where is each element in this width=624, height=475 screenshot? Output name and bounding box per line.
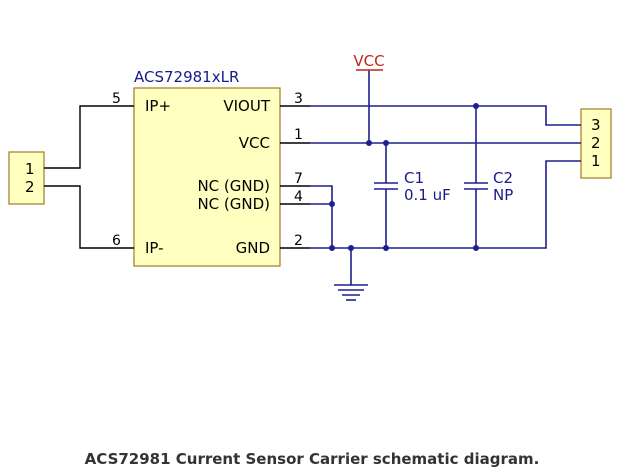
pin-number-6: 6: [112, 233, 121, 249]
left-connector-pin-1: 1: [25, 160, 35, 178]
c1-ref: C1: [404, 169, 424, 187]
capacitor-c2: C2 NP: [464, 169, 513, 204]
pin-label-nc-gnd-2: NC (GND): [197, 195, 270, 213]
vcc-label: VCC: [353, 52, 384, 70]
pin-number-5: 5: [112, 91, 121, 107]
right-connector: [580, 108, 612, 179]
pin-label-vcc: VCC: [239, 134, 270, 152]
pin-label-ip-plus: IP+: [145, 97, 171, 115]
right-connector-pin-1: 1: [591, 152, 601, 170]
ground-symbol: [334, 284, 368, 301]
pin-label-gnd: GND: [236, 239, 270, 257]
pin-label-nc-gnd-1: NC (GND): [197, 177, 270, 195]
pin-number-3: 3: [294, 91, 303, 107]
vcc-power-symbol: VCC: [353, 52, 385, 71]
pin-label-ip-minus: IP-: [145, 239, 164, 257]
right-connector-pin-2: 2: [591, 134, 601, 152]
pin-label-viout: VIOUT: [223, 97, 270, 115]
pin-number-7: 7: [294, 171, 303, 187]
right-connector-pin-3: 3: [591, 116, 601, 134]
c1-value: 0.1 uF: [404, 186, 451, 204]
ic-name: ACS72981xLR: [134, 68, 239, 86]
c2-value: NP: [493, 186, 513, 204]
wires-left: [44, 105, 134, 249]
wires-right: [280, 70, 581, 285]
pin-number-1: 1: [294, 127, 303, 143]
diagram-caption: ACS72981 Current Sensor Carrier schemati…: [84, 450, 540, 468]
pin-number-2: 2: [294, 233, 303, 249]
junction-dots: [329, 103, 479, 251]
left-connector-pin-2: 2: [25, 178, 35, 196]
pin-number-4: 4: [294, 189, 303, 205]
ic-body: [133, 87, 281, 267]
capacitor-c1: C1 0.1 uF: [374, 169, 451, 204]
left-connector: [8, 151, 45, 205]
c2-ref: C2: [493, 169, 513, 187]
